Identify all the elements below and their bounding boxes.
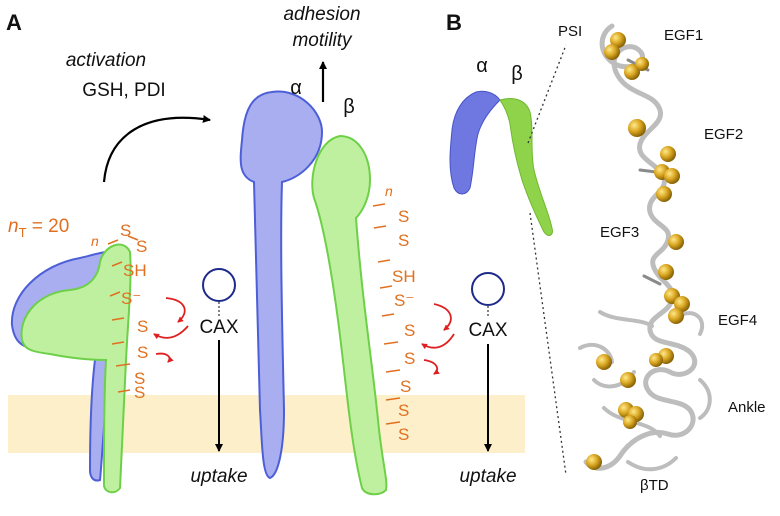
svg-text:S: S	[134, 383, 145, 402]
svg-text:S: S	[134, 369, 145, 388]
surface-alpha	[449, 90, 501, 195]
bent-beta-subunit	[20, 243, 132, 494]
extended-beta-subunit	[311, 134, 388, 496]
ribbon-structure	[578, 23, 712, 472]
egf3-label: EGF3	[600, 224, 639, 241]
motility-label: motility	[292, 30, 353, 51]
exchange-arrow-1	[165, 297, 186, 323]
svg-text:S: S	[398, 425, 409, 444]
svg-text:S⁻: S⁻	[394, 291, 414, 310]
activation-label: activation	[66, 50, 146, 71]
cax-label-left: CAX	[199, 317, 238, 338]
bent-disulfide-ladder: n S S SH S⁻ S S S S	[91, 221, 148, 402]
exchange-arrow-2	[153, 325, 189, 340]
activation-arrow	[102, 114, 211, 183]
egf2-label: EGF2	[704, 126, 743, 143]
svg-text:S: S	[120, 221, 131, 240]
cax-circle-right	[471, 272, 505, 306]
disulfide-spheres	[586, 32, 690, 470]
zoom-line-top	[527, 44, 567, 144]
exchange-arrow-5	[421, 333, 455, 350]
beta-label-a: β	[343, 96, 355, 118]
panel-a-label: A	[6, 10, 22, 35]
svg-text:S: S	[400, 377, 411, 396]
svg-text:S: S	[398, 207, 409, 226]
reagents-label: GSH, PDI	[82, 80, 165, 101]
egf1-label: EGF1	[664, 27, 703, 44]
psi-label: PSI	[558, 23, 582, 40]
svg-text:SH: SH	[123, 261, 147, 280]
svg-text:n: n	[385, 183, 393, 199]
egf4-label: EGF4	[718, 312, 757, 329]
uptake-label-right: uptake	[459, 466, 516, 487]
svg-text:SH: SH	[392, 267, 416, 286]
beta-label-b: β	[511, 63, 523, 85]
svg-text:S: S	[137, 343, 148, 362]
svg-text:n: n	[91, 233, 99, 249]
exchange-arrow-3	[155, 352, 174, 363]
cax-label-right: CAX	[468, 320, 507, 341]
exchange-arrow-6	[423, 359, 440, 375]
surface-beta	[499, 98, 553, 236]
alpha-label-b: α	[476, 55, 488, 77]
svg-text:S: S	[137, 317, 148, 336]
alpha-label-a: α	[290, 77, 302, 99]
svg-text:S: S	[398, 231, 409, 250]
exchange-arrow-4	[433, 303, 452, 331]
extended-disulfide-ladder: n S S SH S⁻ S S S S S	[372, 183, 416, 444]
btd-label: βTD	[640, 477, 669, 494]
ankle-label: Ankle	[728, 399, 766, 416]
cax-circle-left	[202, 268, 236, 302]
svg-text:S: S	[404, 321, 415, 340]
adhesion-label: adhesion	[283, 4, 360, 25]
panel-b-label: B	[446, 10, 462, 35]
zoom-line-bottom	[529, 212, 567, 476]
svg-text:S: S	[136, 237, 147, 256]
extended-alpha-subunit	[239, 90, 324, 480]
nt-label: nT = 20	[8, 216, 69, 240]
uptake-label-left: uptake	[190, 466, 247, 487]
svg-text:S: S	[404, 349, 415, 368]
svg-text:S⁻: S⁻	[121, 289, 141, 308]
svg-text:S: S	[398, 401, 409, 420]
